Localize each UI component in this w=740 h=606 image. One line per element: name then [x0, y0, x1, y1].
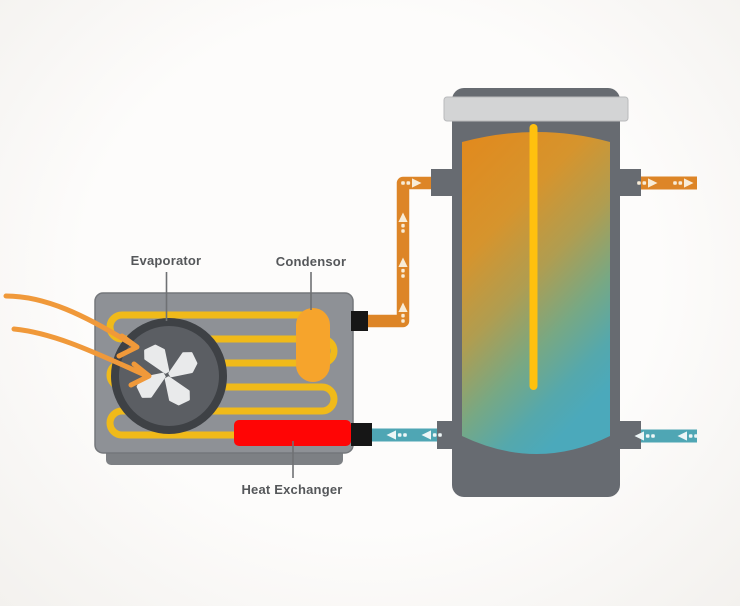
condenser [296, 308, 330, 382]
evaporator-label: Evaporator [130, 253, 202, 268]
dip-tube [529, 124, 538, 390]
warm-air-arrowhead-bottom-icon [128, 361, 152, 388]
warm-air-arrow-bottom [11, 326, 148, 378]
tank-inlet-stub-top-left [431, 169, 455, 196]
heat-exchanger [234, 420, 351, 446]
tank-cap [443, 96, 629, 122]
warm-air-arrowhead-top-icon [116, 333, 140, 359]
hot-water-pipe-to-tank [366, 176, 433, 328]
hot-pipe-connector [351, 311, 368, 331]
warm-air-arrow-top [3, 293, 136, 348]
warm-air-arrows [3, 293, 152, 388]
heat-exchanger-label: Heat Exchanger [241, 482, 343, 497]
tank-outlet-stub-top-right [617, 169, 641, 196]
cold-pipe-connector [351, 423, 372, 446]
evaporator-fan-housing [111, 318, 227, 434]
condensor-label: Condensor [275, 254, 347, 269]
